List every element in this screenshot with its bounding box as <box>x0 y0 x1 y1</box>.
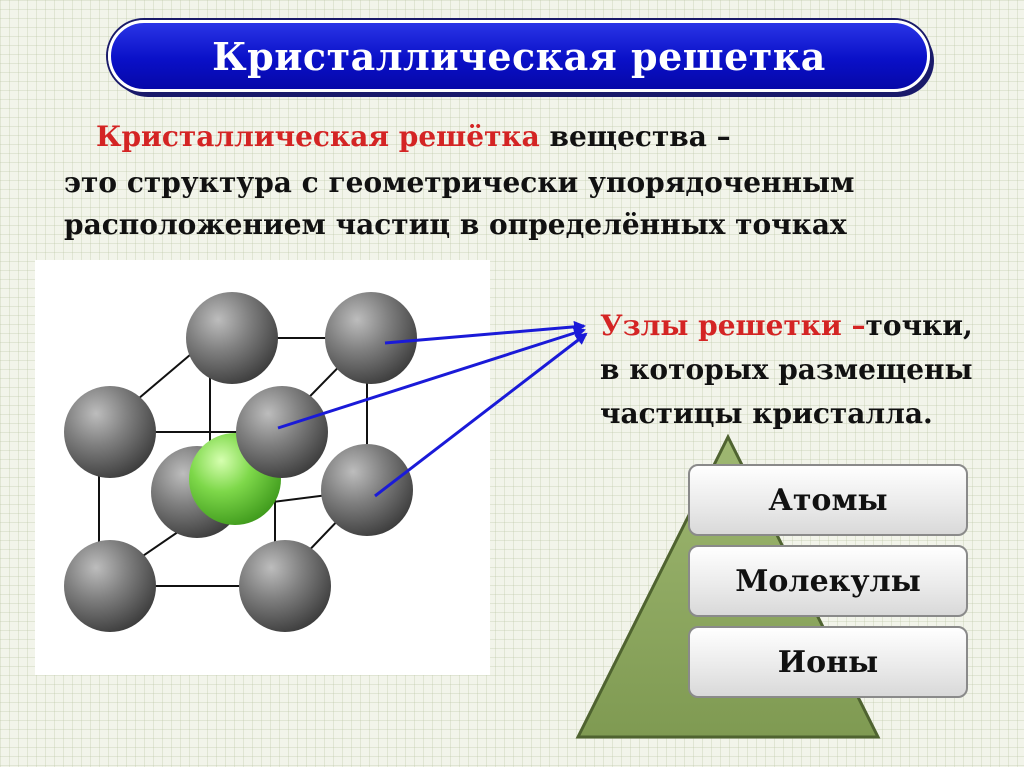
nodes-line-2: в которых размещены <box>600 353 973 386</box>
lattice-node-front-bottom-right <box>239 540 331 632</box>
lattice-node-back-bottom-right <box>321 444 413 536</box>
pyramid-item-ions: Ионы <box>688 626 968 698</box>
pyramid-item-molecules: Молекулы <box>688 545 968 617</box>
lattice-node-back-top-left <box>186 292 278 384</box>
definition-term: Кристаллическая решётка <box>96 120 540 153</box>
nodes-line-3: частицы кристалла. <box>600 397 933 430</box>
crystal-lattice-panel <box>35 260 490 675</box>
crystal-lattice-diagram <box>64 292 417 632</box>
lattice-nodes-definition: Узлы решетки –точки, в которых размещены… <box>600 304 973 436</box>
nodes-term-rest: точки, <box>865 309 973 342</box>
lattice-node-front-top-left <box>64 386 156 478</box>
nodes-term: Узлы решетки – <box>600 309 866 342</box>
lattice-node-front-top-right <box>236 386 328 478</box>
definition-term-rest: вещества – <box>539 120 731 153</box>
definition-line-1: Кристаллическая решётка вещества – <box>96 120 731 153</box>
title-banner: Кристаллическая решетка <box>108 20 930 92</box>
page-title: Кристаллическая решетка <box>212 33 826 79</box>
nodes-line-1: Узлы решетки –точки, <box>600 304 973 348</box>
pyramid-item-atoms: Атомы <box>688 464 968 536</box>
definition-line-2: это структура с геометрически упорядочен… <box>64 166 855 199</box>
lattice-node-front-bottom-left <box>64 540 156 632</box>
lattice-node-back-top-right <box>325 292 417 384</box>
definition-line-3: расположением частиц в определённых точк… <box>64 208 847 241</box>
